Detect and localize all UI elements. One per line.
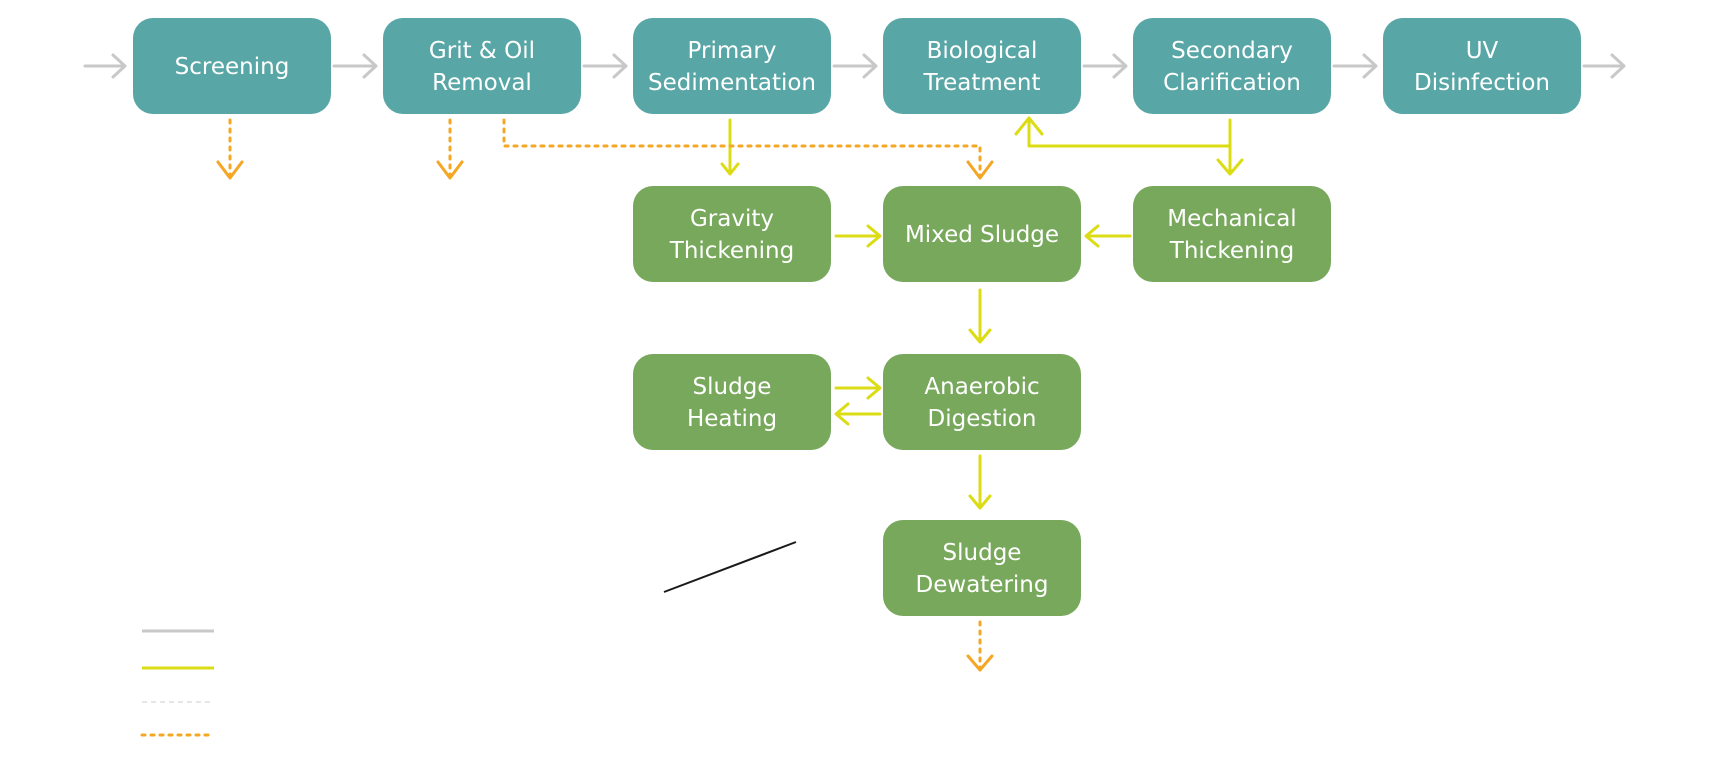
node-primary-label-line-1: Primary: [688, 38, 777, 64]
secondary-to-mechanical-arrow: [1216, 144, 1244, 176]
secondary-to-uv-arrow: [1332, 53, 1378, 79]
node-heating-box: [633, 354, 831, 450]
node-uv-label-line-1: UV: [1466, 38, 1499, 64]
node-heating-label-line-2: Heating: [687, 406, 777, 432]
mechanical-to-mixed-arrow: [1084, 224, 1132, 248]
grit-to-mixed-waste-line: [502, 118, 982, 178]
screening-waste-arrowhead: [216, 160, 244, 180]
node-gravity-box: [633, 186, 831, 282]
node-screening: Screening: [133, 18, 331, 114]
node-digestion-label-line-1: Anaerobic: [924, 374, 1039, 400]
node-uv: UV Disinfection: [1383, 18, 1581, 114]
node-digestion-box: [883, 354, 1081, 450]
gravity-to-mixed-arrow: [834, 224, 882, 248]
grit-to-mixed-waste-arrowhead: [966, 160, 994, 180]
mixed-to-digestion-arrow: [968, 288, 992, 344]
node-mechanical-label-line-1: Mechanical: [1167, 206, 1296, 232]
node-grit-label-line-1: Grit & Oil: [429, 38, 535, 64]
legend: [140, 629, 216, 737]
inflow-arrow: [83, 53, 127, 79]
node-gravity-label-line-1: Gravity: [690, 206, 774, 232]
primary-to-biological-arrow: [832, 53, 878, 79]
node-heating-label-line-1: Sludge: [693, 374, 772, 400]
node-digestion-label-line-2: Digestion: [928, 406, 1037, 432]
node-dewatering-box: [883, 520, 1081, 616]
digestion-heating-loop-out-arrow: [834, 376, 882, 400]
node-gravity-label-line-2: Thickening: [669, 238, 794, 264]
node-screening-label-line-1: Screening: [175, 54, 290, 80]
screening-to-grit-arrow: [332, 53, 378, 79]
outflow-arrow: [1582, 53, 1626, 79]
grit-to-primary-arrow: [582, 53, 628, 79]
waste-connectors: [216, 118, 994, 672]
node-mixed-box: [883, 186, 1081, 282]
node-screening-box: [133, 18, 331, 114]
node-mechanical-box: [1133, 186, 1331, 282]
node-secondary-label-line-1: Secondary: [1171, 38, 1293, 64]
sludge-flow-connectors: [720, 116, 1244, 510]
node-dewatering-label-line-1: Sludge: [943, 540, 1022, 566]
node-uv-box: [1383, 18, 1581, 114]
node-dewatering-label-line-2: Dewatering: [916, 572, 1049, 598]
node-mixed: Mixed Sludge: [883, 186, 1081, 282]
node-mixed-label-line-1: Mixed Sludge: [905, 222, 1059, 248]
grit-waste-arrowhead: [436, 160, 464, 180]
node-mechanical-label-line-2: Thickening: [1169, 238, 1294, 264]
node-grit-box: [383, 18, 581, 114]
node-biological-label-line-2: Treatment: [922, 70, 1040, 96]
dewatering-waste-arrowhead: [966, 654, 994, 672]
return-to-biological-arrowhead: [1014, 116, 1044, 136]
digestion-to-dewatering-arrow: [968, 454, 992, 510]
node-grit-label-line-2: Removal: [432, 70, 532, 96]
water-flow-connectors: [83, 53, 1626, 79]
node-biological-label-line-1: Biological: [927, 38, 1038, 64]
node-secondary-box: [1133, 18, 1331, 114]
secondary-return-line: [1027, 118, 1232, 148]
stray-diagonal-line: [663, 541, 797, 593]
node-secondary-label-line-2: Clarification: [1163, 70, 1301, 96]
node-primary-box: [633, 18, 831, 114]
node-biological-box: [883, 18, 1081, 114]
node-primary-label-line-2: Sedimentation: [648, 70, 816, 96]
digestion-heating-loop-return-arrow: [834, 402, 882, 426]
biological-to-secondary-arrow: [1082, 53, 1128, 79]
node-uv-label-line-2: Disinfection: [1414, 70, 1550, 96]
